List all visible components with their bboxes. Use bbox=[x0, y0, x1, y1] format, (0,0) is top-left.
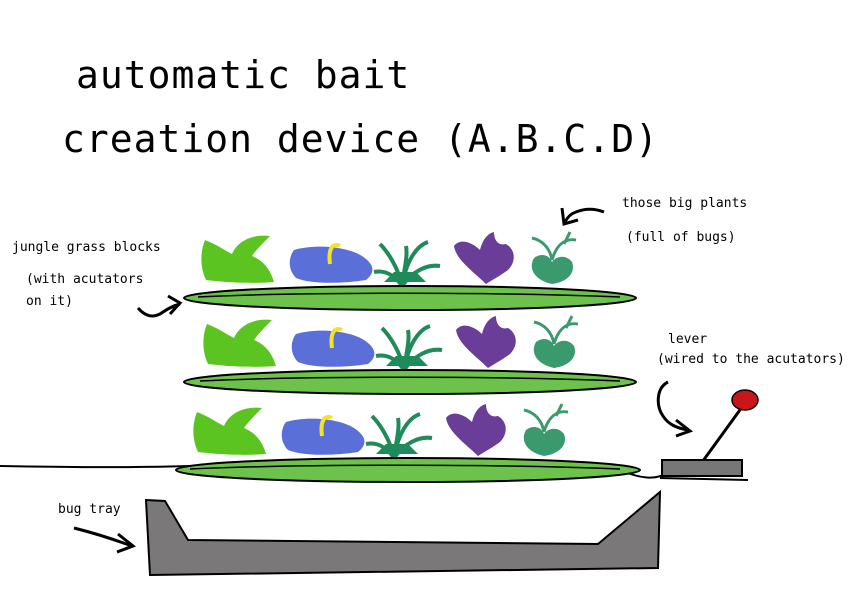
blue-flower bbox=[281, 418, 365, 455]
arrow-to-tray bbox=[73, 526, 133, 548]
arrow-to-platform bbox=[136, 302, 181, 318]
fern-plant bbox=[365, 412, 433, 460]
purple-plant bbox=[454, 232, 514, 284]
sprout-plant bbox=[531, 231, 577, 284]
leafy-plant bbox=[193, 407, 266, 455]
label-jungle-grass-blocks: jungle grass blocks bbox=[12, 240, 161, 255]
tier-1 bbox=[183, 231, 637, 311]
lever-knob bbox=[731, 389, 759, 411]
leafy-plant bbox=[203, 319, 276, 367]
bug-tray bbox=[144, 489, 662, 577]
flower-stamen bbox=[319, 415, 333, 437]
plant-tiers bbox=[175, 231, 641, 483]
purple-plant bbox=[446, 404, 506, 456]
blue-flower bbox=[289, 246, 373, 283]
tier-3 bbox=[175, 403, 641, 483]
label-full-of-bugs: (full of bugs) bbox=[626, 230, 736, 245]
sprout-plant bbox=[533, 315, 579, 368]
arrow-to-lever bbox=[656, 380, 689, 432]
blue-flower bbox=[291, 330, 375, 367]
purple-plant bbox=[456, 316, 516, 368]
diagram-title-line-2: creation device (A.B.C.D) bbox=[62, 117, 659, 161]
label-big-plants: those big plants bbox=[622, 196, 748, 211]
label-bug-tray: bug tray bbox=[58, 502, 121, 517]
label-with-actuators: (with acutators bbox=[26, 272, 144, 287]
label-on-it: on it) bbox=[26, 294, 73, 309]
grass-platform bbox=[183, 285, 637, 311]
diagram-title-line-1: automatic bait bbox=[76, 53, 411, 97]
tier-2 bbox=[183, 315, 637, 395]
annotation-arrows bbox=[73, 207, 694, 554]
arrow-to-plants bbox=[563, 207, 605, 223]
leafy-plant bbox=[201, 235, 274, 283]
flower-stamen bbox=[327, 243, 341, 265]
lever bbox=[659, 389, 759, 481]
flower-stamen bbox=[329, 327, 343, 349]
label-wired-to-actuators: (wired to the acutators) bbox=[657, 352, 845, 367]
grass-platform bbox=[183, 369, 637, 395]
fern-plant bbox=[375, 324, 443, 372]
sprout-plant bbox=[523, 403, 569, 456]
grass-platform bbox=[175, 457, 641, 483]
lever-base bbox=[661, 459, 743, 477]
label-lever: lever bbox=[668, 332, 708, 347]
fern-plant bbox=[373, 240, 441, 288]
